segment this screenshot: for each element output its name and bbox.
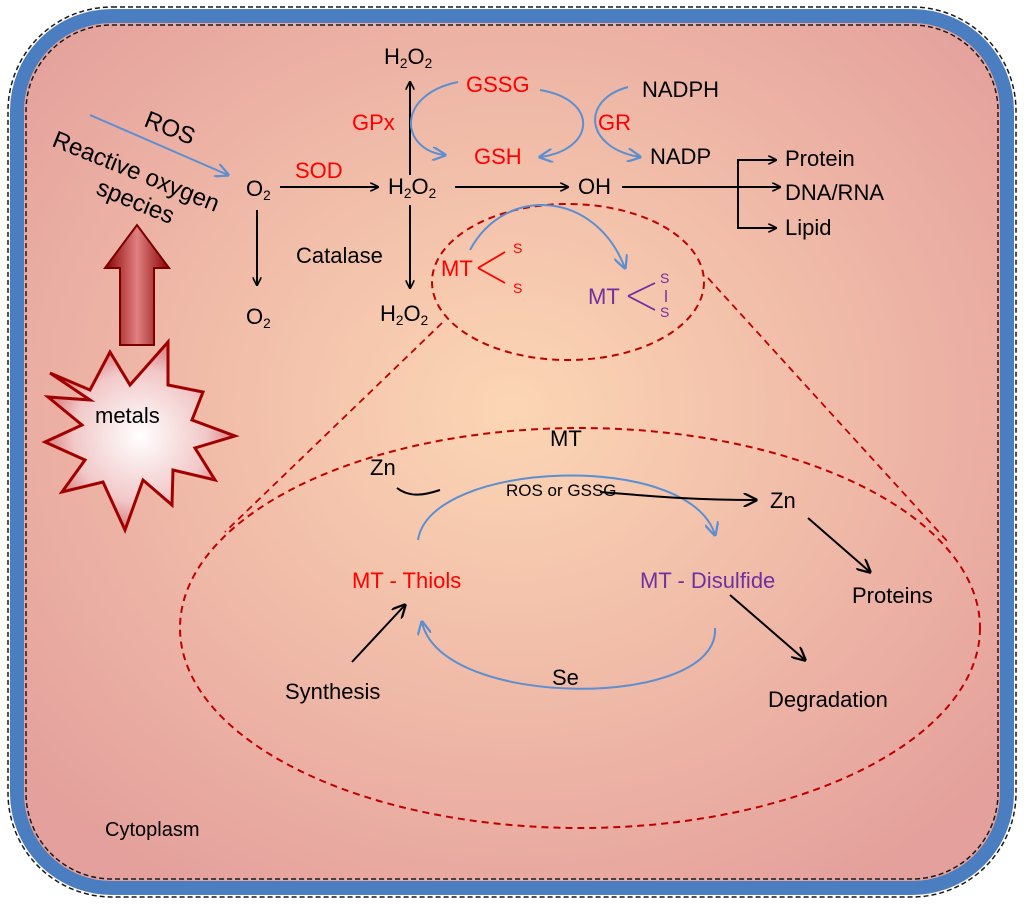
se-label: Se	[552, 665, 579, 690]
zn-out-label: Zn	[770, 488, 796, 513]
h2o2-bottom-label: H2O2	[380, 301, 429, 329]
mt-reduced-label: MT	[441, 256, 473, 281]
synthesis-label: Synthesis	[285, 679, 381, 704]
oh-label: OH	[578, 174, 611, 199]
gpx-label: GPx	[352, 110, 395, 135]
cytoplasm-label: Cytoplasm	[105, 819, 200, 841]
mt-thiol-bonds	[477, 251, 506, 284]
mt-oxidized-label: MT	[588, 284, 620, 309]
ros-gssg-to-zn-arrow	[599, 491, 756, 500]
protein-label: Protein	[785, 146, 855, 171]
s-label-2: S	[513, 280, 523, 296]
degradation-label: Degradation	[768, 687, 888, 712]
mt-cycle-ellipse	[179, 427, 981, 829]
s-label-3: S	[660, 270, 670, 286]
h2o2-top-label: H2O2	[384, 44, 433, 72]
sod-label: SOD	[295, 158, 343, 183]
mt-cycle-top-arrow	[417, 474, 715, 541]
gpx-cycle-arrow-right	[540, 89, 585, 157]
cell-membrane	[10, 9, 1014, 895]
cell-membrane-dash-inner	[25, 24, 999, 880]
oh-to-lipid-arrow	[737, 187, 776, 228]
s-label-4: S	[660, 304, 670, 320]
synthesis-to-thiols-arrow	[351, 605, 405, 663]
metals-label: metals	[95, 403, 160, 428]
cell-membrane-dash-outer	[7, 6, 1017, 898]
gr-arrow	[594, 86, 640, 157]
proteins-label: Proteins	[852, 583, 933, 608]
zn-in-label: Zn	[370, 455, 396, 480]
o2-bottom-label: O2	[246, 304, 271, 332]
ros-or-gssg-label: ROS or GSSG	[506, 481, 617, 500]
zn-in-line	[396, 487, 441, 496]
mt-disulfide-label: MT - Disulfide	[640, 568, 776, 593]
mt-zoom-ellipse	[431, 203, 705, 361]
ros-arrow	[89, 114, 228, 175]
oh-to-protein-arrow	[737, 160, 776, 187]
catalase-label: Catalase	[296, 243, 383, 268]
metals-burst-icon	[41, 338, 240, 534]
mt-thiols-label: MT - Thiols	[352, 568, 462, 593]
lipid-label: Lipid	[785, 215, 832, 240]
zoom-line-left	[224, 322, 443, 533]
s-label-1: S	[513, 240, 523, 256]
nadph-label: NADPH	[642, 77, 720, 102]
disulfide-to-degradation-arrow	[729, 594, 805, 660]
dna-rna-label: DNA/RNA	[785, 180, 885, 205]
mt-cycle-bottom-arrow	[422, 622, 717, 690]
o2-label: O2	[246, 176, 271, 204]
h2o2-center-label: H2O2	[388, 174, 437, 202]
mt-cycle-label: MT	[550, 426, 582, 451]
gssg-label: GSSG	[466, 72, 530, 97]
gsh-label: GSH	[474, 144, 522, 169]
gr-label: GR	[598, 110, 631, 135]
metals-to-ros-arrow-icon	[103, 223, 171, 346]
mt-disulfide-bonds	[627, 282, 656, 311]
zn-to-proteins-arrow	[807, 517, 870, 572]
mt-oxidation-arrow	[469, 204, 625, 268]
gpx-cycle-arrow-left	[410, 81, 459, 155]
nadp-label: NADP	[650, 144, 712, 169]
